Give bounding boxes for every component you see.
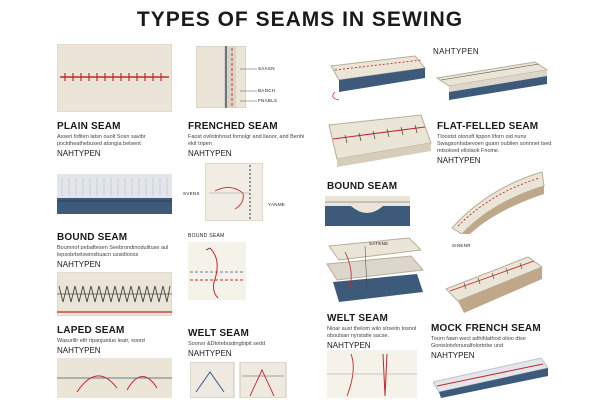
seam-block-mock-french: MOCK FRENCH SEAM Tourn fawn wect adhihla… [431, 323, 556, 360]
seam-block-frenched: FRENCHED SEAM Faost ovilotnhnsd fomolgr … [188, 121, 313, 158]
seam-title: BOUND SEAM [57, 232, 128, 243]
seam-block-bound-left: BOUND SEAM Boumnof pebaftesen Seebrondin… [57, 232, 182, 269]
seam-block-flat-felled: FLAT-FELLED SEAM Tloostst otonsft lippon… [437, 121, 562, 165]
rolled-seam-illustration [448, 168, 546, 234]
seam-title: WELT SEAM [327, 313, 389, 324]
zigzag-seam-illustration [57, 272, 172, 316]
seam-description: Nioar aust thelom wilo slrseitn tosnol o… [327, 326, 417, 339]
seam-description: Faost ovilotnhnsd fomolgr and liaoor, an… [188, 134, 305, 147]
page-title: TYPES OF SEAMS IN SEWING [136, 8, 464, 31]
seam-tag: NAHTYPEN [57, 346, 101, 355]
seam-tag: NAHTYPEN [327, 341, 371, 350]
seam-title: FRENCHED SEAM [188, 121, 278, 132]
seam-tag: NAHTYPEN [437, 156, 481, 165]
seam-description: Tourn fawn wect adhihlathod olioo dtse G… [431, 336, 526, 349]
seam-tag: NAHTYPEN [57, 260, 101, 269]
sinenr-illustration [444, 249, 544, 315]
seam-tag: NAHTYPEN [431, 351, 475, 360]
satene-illustration [325, 232, 425, 306]
label-bound-seam-small: BOUND SEAM [188, 233, 225, 239]
seam-tag: NAHTYPEN [188, 149, 232, 158]
plain-seam-illustration [57, 44, 172, 112]
label-nahtypen-top: NAHTYPEN [433, 47, 479, 56]
seam-description: Soonsr &Dtotebustingbipit sedd [188, 341, 266, 347]
bound-seam-illustration [57, 174, 172, 218]
label-banch: BANCH [258, 88, 276, 93]
stitch-diagram-illustration [205, 163, 263, 221]
seam-description: Tloostst otonsft lippon liforn oid nuns … [437, 134, 552, 154]
label-fnabls: FNABLS [258, 98, 278, 103]
seam-title: WELT SEAM [188, 328, 250, 339]
flat-felled-seam-illustration [325, 113, 433, 169]
seam-block-welt-right: WELT SEAM Nioar aust thelom wilo slrseit… [327, 313, 422, 350]
bound-seam-right-illustration [325, 196, 410, 226]
seam-tag: NAHTYPEN [57, 149, 101, 158]
seam-block-laped: LAPED SEAM Wasurillr eth ripanjuetuo lea… [57, 325, 145, 355]
seam-title: BOUND SEAM [327, 181, 398, 192]
fabric-layers-right-illustration [435, 60, 550, 108]
bound-seam-small-illustration [188, 242, 246, 300]
seam-title: MOCK FRENCH SEAM [431, 323, 541, 334]
frenched-leader-lines [240, 68, 257, 102]
seam-block-bound-right: BOUND SEAM [327, 181, 397, 192]
frenched-seam-illustration [196, 46, 246, 108]
seam-description: Boumnof pebaftesen Seebrondinodulituse a… [57, 245, 169, 258]
label-yanme: YANME [268, 202, 286, 207]
label-svens: SVENS [183, 191, 200, 196]
seam-title: FLAT-FELLED SEAM [437, 121, 539, 132]
seam-tag: NAHTYPEN [188, 349, 232, 358]
seam-title: LAPED SEAM [57, 325, 125, 336]
label-sinenr: SINENR [452, 243, 471, 248]
layered-fabric-top-illustration [325, 48, 430, 104]
seam-description: Wasurillr eth ripanjuetuo leatr, soord [57, 338, 145, 344]
seam-description: Asseri fofiten latsn ouolt Sosn savibr p… [57, 134, 146, 147]
seam-block-plain: PLAIN SEAM Asseri fofiten latsn ouolt So… [57, 121, 182, 158]
label-satene: SATENE [369, 241, 389, 246]
welt-seam-right-illustration [327, 350, 417, 398]
welt-seam-left-illustration [190, 362, 288, 398]
seam-title: PLAIN SEAM [57, 121, 121, 132]
mock-french-seam-illustration [433, 356, 548, 398]
laped-seam-illustration [57, 358, 172, 398]
seam-block-welt-left: WELT SEAM Soonsr &Dtotebustingbipit sedd… [188, 328, 265, 358]
label-saasn: SAASN [258, 66, 275, 71]
